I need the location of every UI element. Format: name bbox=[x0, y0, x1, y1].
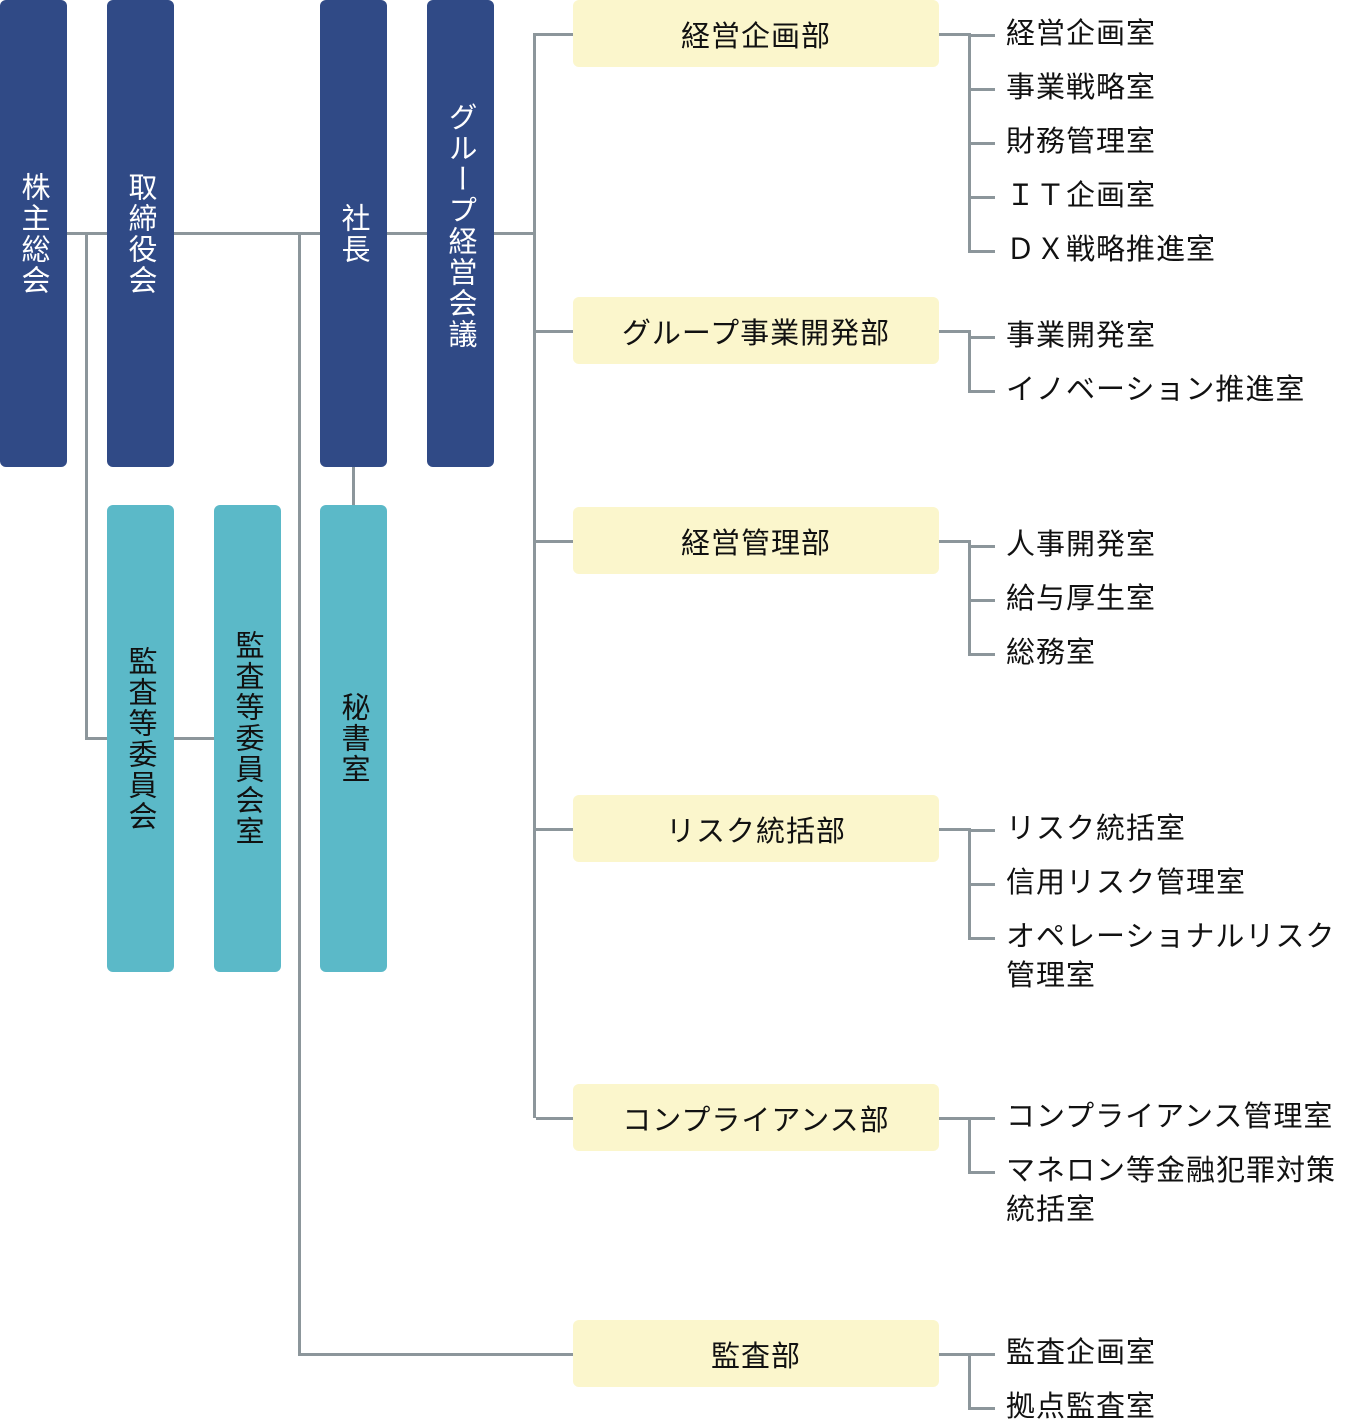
connector-office-stem bbox=[939, 33, 971, 36]
department-label: リスク統括部 bbox=[665, 813, 846, 848]
board-of-directors-box[interactable]: 取締役会 bbox=[107, 0, 174, 467]
connector-office-stem bbox=[939, 330, 971, 333]
board-of-directors-label: 取締役会 bbox=[124, 171, 158, 296]
department-label: 監査部 bbox=[710, 1338, 801, 1373]
office-item[interactable]: 信用リスク管理室 bbox=[1006, 865, 1247, 899]
office-item[interactable]: イノベーション推進室 bbox=[1006, 372, 1306, 406]
connector-office-branch bbox=[968, 196, 995, 199]
office-item[interactable]: ＩＴ企画室 bbox=[1006, 178, 1157, 212]
connector-office-branch bbox=[968, 829, 995, 832]
connector-office-branch bbox=[968, 336, 995, 339]
connector-office-branch bbox=[968, 88, 995, 91]
shareholders-meeting-label: 株主総会 bbox=[17, 171, 51, 296]
department-box[interactable]: リスク統括部 bbox=[573, 795, 939, 862]
connector-office-vertical bbox=[968, 540, 971, 656]
connector-to-audit-dept bbox=[298, 232, 301, 1356]
connector-dept-branch bbox=[536, 1117, 574, 1120]
connector-president-secretariat bbox=[352, 466, 355, 506]
connector-dept-branch bbox=[536, 33, 574, 36]
connector-office-stem bbox=[939, 1117, 971, 1120]
office-item[interactable]: 給与厚生室 bbox=[1006, 581, 1157, 615]
group-management-meeting-box[interactable]: グループ経営会議 bbox=[427, 0, 494, 467]
office-item[interactable]: オペレーショナルリスク 管理室 bbox=[1006, 919, 1336, 993]
audit-committee-label: 監査等委員会 bbox=[124, 645, 158, 832]
connector-main-horizontal bbox=[66, 232, 536, 235]
connector-office-branch bbox=[968, 34, 995, 37]
office-item[interactable]: 監査企画室 bbox=[1006, 1335, 1157, 1369]
connector-office-branch bbox=[968, 250, 995, 253]
connector-office-vertical bbox=[968, 1117, 971, 1174]
office-item[interactable]: コンプライアンス管理室 bbox=[1006, 1099, 1334, 1133]
department-label: コンプライアンス部 bbox=[622, 1102, 890, 1137]
connector-office-branch bbox=[968, 1171, 995, 1174]
audit-committee-office-label: 監査等委員会室 bbox=[231, 630, 265, 847]
connector-office-branch bbox=[968, 1407, 995, 1410]
connector-office-branch bbox=[968, 1117, 995, 1120]
connector-office-vertical bbox=[968, 1353, 971, 1410]
connector-office-branch bbox=[968, 142, 995, 145]
office-item[interactable]: リスク統括室 bbox=[1006, 811, 1187, 845]
connector-office-vertical bbox=[968, 330, 971, 393]
office-item[interactable]: マネロン等金融犯罪対策 統括室 bbox=[1006, 1153, 1337, 1227]
connector-dept-branch bbox=[536, 540, 574, 543]
connector-office-branch bbox=[968, 545, 995, 548]
connector-office-stem bbox=[939, 540, 971, 543]
connector-office-branch bbox=[968, 883, 995, 886]
connector-office-branch bbox=[968, 599, 995, 602]
connector-office-branch bbox=[968, 937, 995, 940]
audit-committee-office-box[interactable]: 監査等委員会室 bbox=[214, 505, 281, 972]
connector-board-to-audit bbox=[85, 232, 88, 740]
office-item[interactable]: 人事開発室 bbox=[1006, 527, 1157, 561]
connector-office-branch bbox=[968, 653, 995, 656]
connector-office-branch bbox=[968, 390, 995, 393]
president-label: 社長 bbox=[337, 202, 371, 265]
connector-office-branch bbox=[968, 1353, 995, 1356]
department-box[interactable]: 監査部 bbox=[573, 1320, 939, 1387]
office-item[interactable]: ＤＸ戦略推進室 bbox=[1006, 232, 1217, 266]
department-box[interactable]: 経営企画部 bbox=[573, 0, 939, 67]
president-box[interactable]: 社長 bbox=[320, 0, 387, 467]
secretariat-box[interactable]: 秘書室 bbox=[320, 505, 387, 972]
secretariat-label: 秘書室 bbox=[337, 692, 371, 785]
department-label: グループ事業開発部 bbox=[621, 315, 891, 350]
office-item[interactable]: 財務管理室 bbox=[1006, 124, 1157, 158]
office-item[interactable]: 事業戦略室 bbox=[1006, 70, 1157, 104]
connector-dept-branch bbox=[536, 1353, 574, 1356]
department-box[interactable]: グループ事業開発部 bbox=[573, 297, 939, 364]
connector-dept-branch bbox=[536, 330, 574, 333]
department-box[interactable]: 経営管理部 bbox=[573, 507, 939, 574]
connector-office-stem bbox=[939, 1353, 971, 1356]
connector-audit-dept-horizontal bbox=[298, 1353, 574, 1356]
department-box[interactable]: コンプライアンス部 bbox=[573, 1084, 939, 1151]
office-item[interactable]: 経営企画室 bbox=[1006, 16, 1157, 50]
connector-dept-spine bbox=[533, 33, 536, 1118]
audit-committee-box[interactable]: 監査等委員会 bbox=[107, 505, 174, 972]
office-item[interactable]: 事業開発室 bbox=[1006, 318, 1157, 352]
office-item[interactable]: 総務室 bbox=[1006, 635, 1097, 669]
office-item[interactable]: 拠点監査室 bbox=[1006, 1389, 1157, 1423]
shareholders-meeting-box[interactable]: 株主総会 bbox=[0, 0, 67, 467]
department-label: 経営管理部 bbox=[680, 525, 831, 560]
connector-dept-branch bbox=[536, 828, 574, 831]
department-label: 経営企画部 bbox=[680, 18, 831, 53]
connector-office-stem bbox=[939, 828, 971, 831]
group-management-meeting-label: グループ経営会議 bbox=[444, 102, 478, 350]
